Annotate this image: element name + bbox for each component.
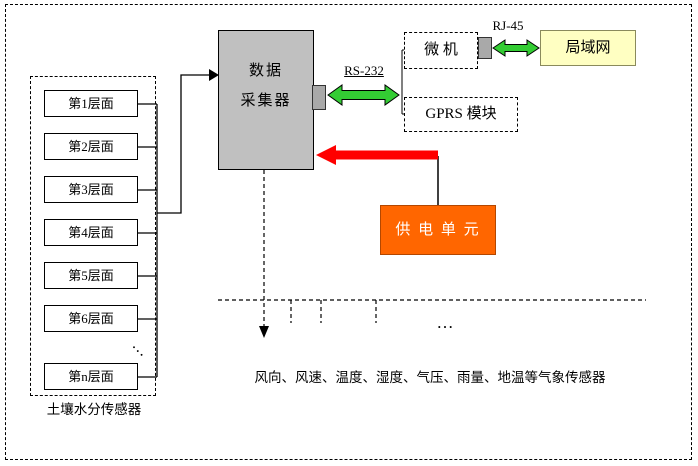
soil-bus-lines (138, 74, 211, 378)
soil-layer-box-3: 第3层面 (44, 176, 138, 203)
power-unit-box: 供 电 单 元 (380, 205, 496, 255)
weather-sensors-ellipsis: … (436, 313, 456, 332)
rs232-arrow (327, 84, 400, 106)
rj45-arrow (492, 39, 540, 57)
soil-layer-box-5: 第5层面 (44, 262, 138, 289)
soil-layer-box-2: 第2层面 (44, 133, 138, 160)
diagram-border (5, 4, 692, 460)
weather-bus-lines (218, 170, 646, 327)
soil-layer-box-1: 第1层面 (44, 90, 138, 117)
rs232-label: RS-232 (344, 63, 384, 78)
pc-box: 微 机 (404, 32, 478, 69)
soil-group-caption: 土壤水分传感器 (46, 402, 142, 417)
weather-sensors-caption: 风向、风速、温度、湿度、气压、雨量、地温等气象传感器 (254, 370, 606, 385)
weather-drop-arrow (259, 326, 269, 338)
data-collector-box: 数据 采集器 (218, 30, 314, 170)
power-arrow (316, 145, 438, 165)
soil-layer-box-4: 第4层面 (44, 219, 138, 246)
collector-in-arrow (209, 69, 219, 81)
rj45-port (478, 37, 492, 59)
soil-layer-box-6: 第6层面 (44, 305, 138, 332)
collector-serial-port (312, 85, 326, 110)
rj45-label: RJ-45 (492, 18, 524, 33)
lan-box: 局域网 (540, 30, 636, 66)
gprs-box: GPRS 模块 (404, 97, 518, 132)
collector-label-line2: 采集器 (240, 93, 292, 109)
soil-sensor-group-outline (30, 76, 156, 396)
collector-label-line1: 数据 (248, 63, 283, 79)
soil-layer-box-n: 第n层面 (44, 363, 138, 390)
